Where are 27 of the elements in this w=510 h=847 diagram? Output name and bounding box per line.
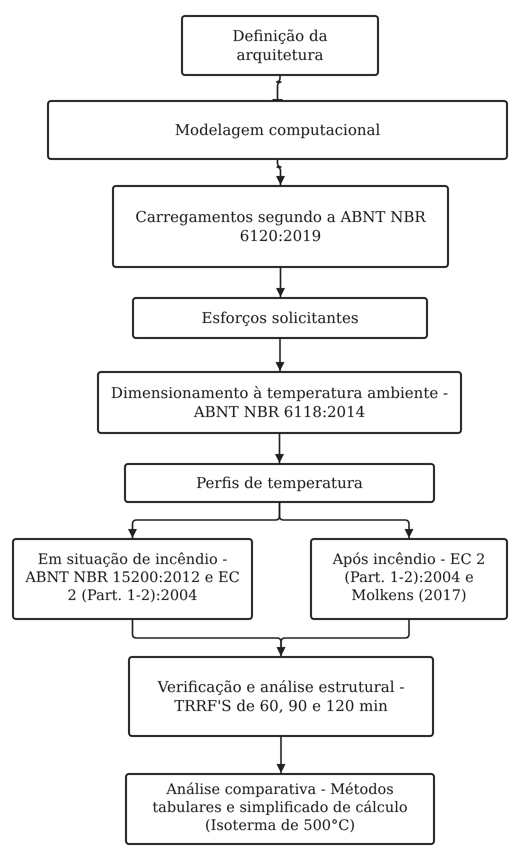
step-text: Após incêndio - EC 2 (Part. 1-2):2004 e Molkens (2017) bbox=[332, 552, 486, 606]
process-box bbox=[310, 538, 508, 620]
process-box bbox=[132, 297, 428, 339]
process-box bbox=[124, 463, 435, 503]
step-text: Verificação e análise estrutural - TRRF'S de 60, 90 e 120 min bbox=[156, 678, 406, 715]
step-text: Modelagem computacional bbox=[174, 120, 380, 140]
arrow bbox=[275, 434, 284, 463]
arrow bbox=[276, 620, 410, 656]
step-text: Em situação de incêndio - ABNT NBR 15200:2012 e EC 2 (Part. 1-2):2004 bbox=[24, 552, 241, 606]
arrow bbox=[276, 339, 284, 371]
process-box bbox=[12, 538, 253, 620]
arrow bbox=[276, 160, 285, 185]
process-box bbox=[125, 773, 435, 845]
arrow bbox=[276, 737, 286, 773]
process-box bbox=[128, 656, 434, 737]
step-text: Análise comparativa - Métodos tabulares e simplificado de cálculo (Isoterma de 500°C) bbox=[151, 782, 409, 836]
step-text: Definição da arquitetura bbox=[231, 27, 329, 64]
process-box bbox=[47, 100, 508, 160]
process-box bbox=[181, 15, 379, 76]
step-text: Carregamentos segundo a ABNT NBR 6120:2019 bbox=[134, 208, 427, 245]
process-box bbox=[97, 371, 462, 434]
step-text: Esforços solicitantes bbox=[201, 308, 359, 328]
process-box bbox=[112, 185, 449, 268]
step-text: Perfis de temperatura bbox=[196, 474, 363, 492]
step-text: Dimensionamento à temperatura ambiente - ABNT NBR 6118:2014 bbox=[110, 384, 450, 421]
arrow bbox=[278, 503, 414, 538]
arrow bbox=[276, 268, 285, 297]
